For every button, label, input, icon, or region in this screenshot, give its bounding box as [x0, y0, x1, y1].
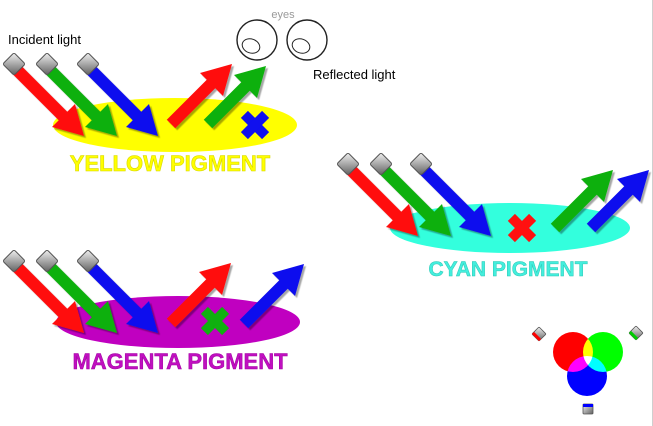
cyan-incident-blue-arrow: [416, 162, 491, 236]
red-absorbed-cross-icon: [507, 213, 537, 243]
cyan-pigment-label: CYAN PIGMENT: [428, 258, 587, 281]
cyan-reflected-green-arrow: [550, 170, 613, 233]
magenta-incident-red-arrow: [9, 259, 84, 333]
rgb-mixing-circles-icon: [531, 325, 644, 415]
magenta-incident-blue-arrow: [83, 259, 158, 333]
yellow-incident-red-arrow: [9, 62, 84, 136]
yellow-reflected-red-arrow: [166, 64, 232, 129]
yellow-reflected-green-arrow: [203, 66, 266, 129]
small-lamp-icon: [582, 403, 594, 415]
magenta-pigment-group: MAGENTA PIGMENT: [2, 249, 304, 374]
magenta-reflected-blue-arrow: [239, 264, 304, 329]
yellow-pigment-label: YELLOW PIGMENT: [70, 151, 271, 176]
magenta-pigment-label: MAGENTA PIGMENT: [72, 349, 288, 374]
cyan-incident-red-arrow: [343, 162, 418, 236]
yellow-incident-green-arrow: [42, 62, 117, 136]
blue-absorbed-cross-icon: [240, 110, 270, 140]
magenta-reflected-red-arrow: [166, 263, 231, 328]
small-lamp-icon: [628, 325, 644, 341]
cyan-pigment-group: CYAN PIGMENT: [336, 152, 649, 281]
cyan-incident-green-arrow: [376, 162, 451, 236]
yellow-pigment-group: YELLOW PIGMENT: [2, 52, 297, 176]
eyes-label: eyes: [271, 9, 295, 21]
green-absorbed-cross-icon: [200, 306, 230, 336]
eyes-icon: [236, 19, 328, 61]
incident-light-label: Incident light: [8, 32, 81, 47]
small-lamp-icon: [531, 326, 547, 342]
yellow-incident-blue-arrow: [83, 62, 158, 136]
magenta-incident-green-arrow: [42, 259, 117, 333]
reflected-light-label: Reflected light: [313, 67, 396, 82]
cyan-reflected-blue-arrow: [586, 170, 649, 233]
